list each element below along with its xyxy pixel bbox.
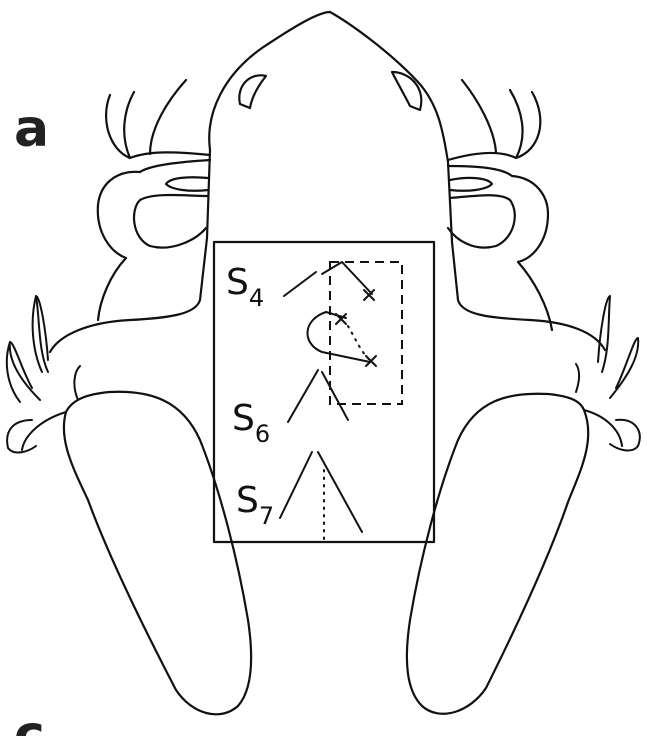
rerouted-nerve-curve <box>307 312 326 352</box>
segment-label-s4-main: S <box>226 262 249 303</box>
left-hind-toe-tip <box>7 296 42 402</box>
segment-label-s4-sub: 4 <box>249 284 264 312</box>
segment-label-s6-sub: 6 <box>255 420 270 448</box>
s6-nerve-branches <box>288 370 348 422</box>
s4-nerve-branches <box>284 262 372 296</box>
panel-label-a: a <box>14 99 49 159</box>
segment-label-s7-sub: 7 <box>259 502 274 530</box>
right-eye-bump <box>392 72 421 110</box>
panel-label-c: c <box>14 705 45 736</box>
left-forelimb-outline <box>98 80 210 320</box>
frog-left-flank-outline <box>50 150 210 352</box>
segment-label-s6-main: S <box>232 398 255 439</box>
left-eye-bump <box>239 75 266 108</box>
left-hind-thigh-outline <box>64 392 251 715</box>
right-forelimb-outline <box>448 80 552 330</box>
right-forelimb-paw <box>448 195 515 247</box>
segment-label-s4: S4 <box>226 262 264 312</box>
left-forelimb-finger <box>166 177 208 191</box>
dashed-inset-box <box>330 262 402 404</box>
segment-label-s7-main: S <box>236 480 259 521</box>
segment-label-s6: S6 <box>232 398 270 448</box>
left-forelimb-paw <box>134 195 208 248</box>
segment-label-s7: S7 <box>236 480 274 530</box>
dotted-nerve-path <box>348 326 372 362</box>
right-hind-toes <box>576 296 640 450</box>
left-hind-toes <box>7 296 80 452</box>
right-forelimb-finger <box>450 178 492 191</box>
frog-head-trunk-outline <box>209 12 605 350</box>
s7-nerve-branches <box>280 452 362 532</box>
